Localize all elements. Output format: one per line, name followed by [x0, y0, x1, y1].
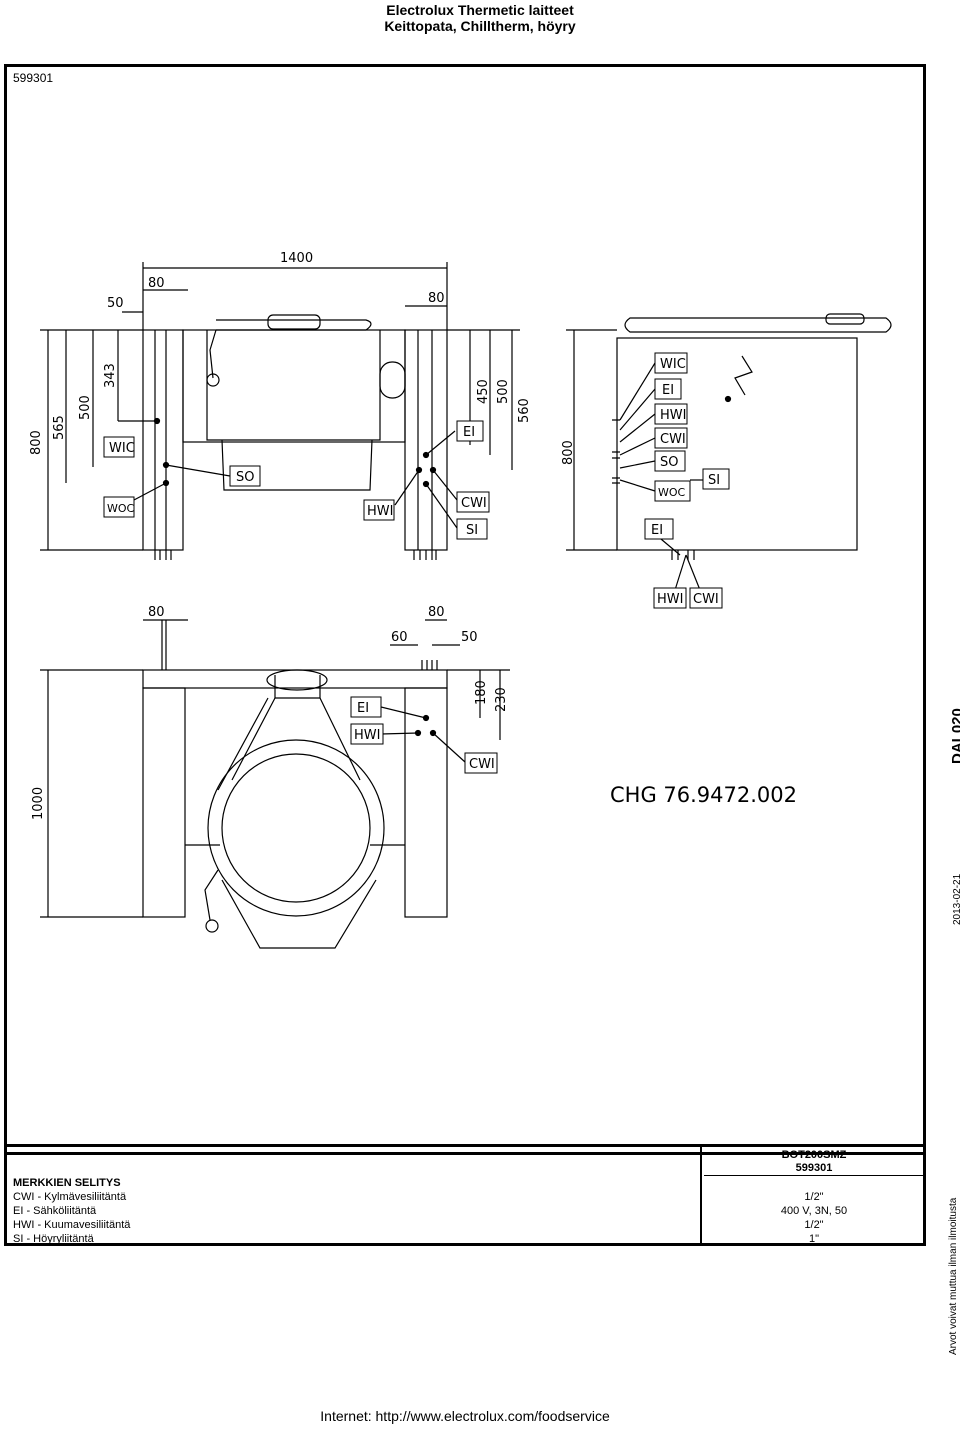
drawing-date: 2013-02-21 — [952, 873, 960, 925]
dim-500a: 500 — [78, 395, 93, 420]
label-cwi-side-bottom: CWI — [693, 592, 719, 607]
dim-560: 560 — [517, 398, 532, 423]
label-hwi-side: HWI — [660, 408, 686, 423]
dim-180: 180 — [474, 680, 489, 705]
legend-title: MERKKIEN SELITYS — [13, 1177, 121, 1189]
footer-url[interactable]: Internet: http://www.electrolux.com/food… — [320, 1408, 610, 1424]
table-divider — [700, 1147, 702, 1243]
dim-80-plan-right: 80 — [428, 605, 445, 620]
legend-item-value: 1/2" — [804, 1191, 824, 1203]
legend-item-label: SI - Höyryliitäntä — [13, 1233, 94, 1245]
disclaimer-note: Arvot voivat muttua ilman ilmoitusta — [948, 1197, 959, 1355]
label-hwi-front: HWI — [367, 504, 393, 519]
dim-60: 60 — [391, 630, 408, 645]
dim-343: 343 — [103, 363, 118, 388]
dim-800: 800 — [29, 430, 44, 455]
dim-50-plan: 50 — [461, 630, 478, 645]
label-hwi-plan: HWI — [354, 728, 380, 743]
legend-item-label: CWI - Kylmävesiliitäntä — [13, 1191, 127, 1203]
label-so-side: SO — [660, 455, 678, 470]
dim-230: 230 — [494, 687, 509, 712]
label-si-front: SI — [466, 523, 478, 538]
label-cwi-side: CWI — [660, 432, 686, 447]
dim-80-plan-left: 80 — [148, 605, 165, 620]
dim-80-right: 80 — [428, 291, 445, 306]
dim-1000: 1000 — [31, 787, 46, 820]
dim-565: 565 — [52, 415, 67, 440]
drawing-number: CHG 76.9472.002 — [610, 783, 797, 807]
label-ei-side: EI — [662, 383, 674, 398]
label-wic-side: WIC — [660, 357, 686, 372]
product-title: Keittopata, Chilltherm, höyry — [384, 18, 576, 34]
legend-item-label: EI - Sähköliitäntä — [13, 1205, 97, 1217]
drawing-code: 599301 — [13, 71, 54, 85]
label-woc-front: WOC — [107, 502, 135, 515]
dim-1400: 1400 — [280, 251, 313, 266]
side-code: DAL020 — [949, 708, 960, 764]
legend-item-value: 1/2" — [804, 1219, 824, 1231]
label-woc-side: WOC — [658, 486, 686, 499]
label-cwi-plan: CWI — [469, 757, 495, 772]
dim-450: 450 — [476, 379, 491, 404]
brand-title: Electrolux Thermetic laitteet — [386, 2, 574, 18]
plan-view — [40, 619, 510, 949]
label-si-side: SI — [708, 473, 720, 488]
dim-80-left: 80 — [148, 276, 165, 291]
front-view — [40, 262, 520, 560]
label-ei-side-bottom: EI — [651, 523, 663, 538]
label-so-front: SO — [236, 470, 254, 485]
label-cwi-front: CWI — [461, 496, 487, 511]
legend-item-value: 1" — [808, 1233, 820, 1245]
legend-item-value: 400 V, 3N, 50 — [780, 1205, 848, 1217]
legend-item-label: HWI - Kuumavesiliitäntä — [13, 1219, 131, 1231]
drawing-frame: 599301 — [4, 64, 926, 1155]
label-wic-front: WIC — [109, 441, 135, 456]
label-hwi-side-bottom: HWI — [657, 592, 683, 607]
label-ei-front: EI — [463, 425, 475, 440]
side-view — [566, 313, 892, 609]
model-separator — [704, 1175, 924, 1176]
technical-drawing: 1400 80 50 80 800 565 500 343 450 500 56… — [29, 251, 960, 949]
model-code: 599301 — [795, 1162, 833, 1174]
label-ei-plan: EI — [357, 701, 369, 716]
dim-800-side: 800 — [561, 440, 576, 465]
dim-50-left: 50 — [107, 296, 124, 311]
dim-500b: 500 — [496, 379, 511, 404]
